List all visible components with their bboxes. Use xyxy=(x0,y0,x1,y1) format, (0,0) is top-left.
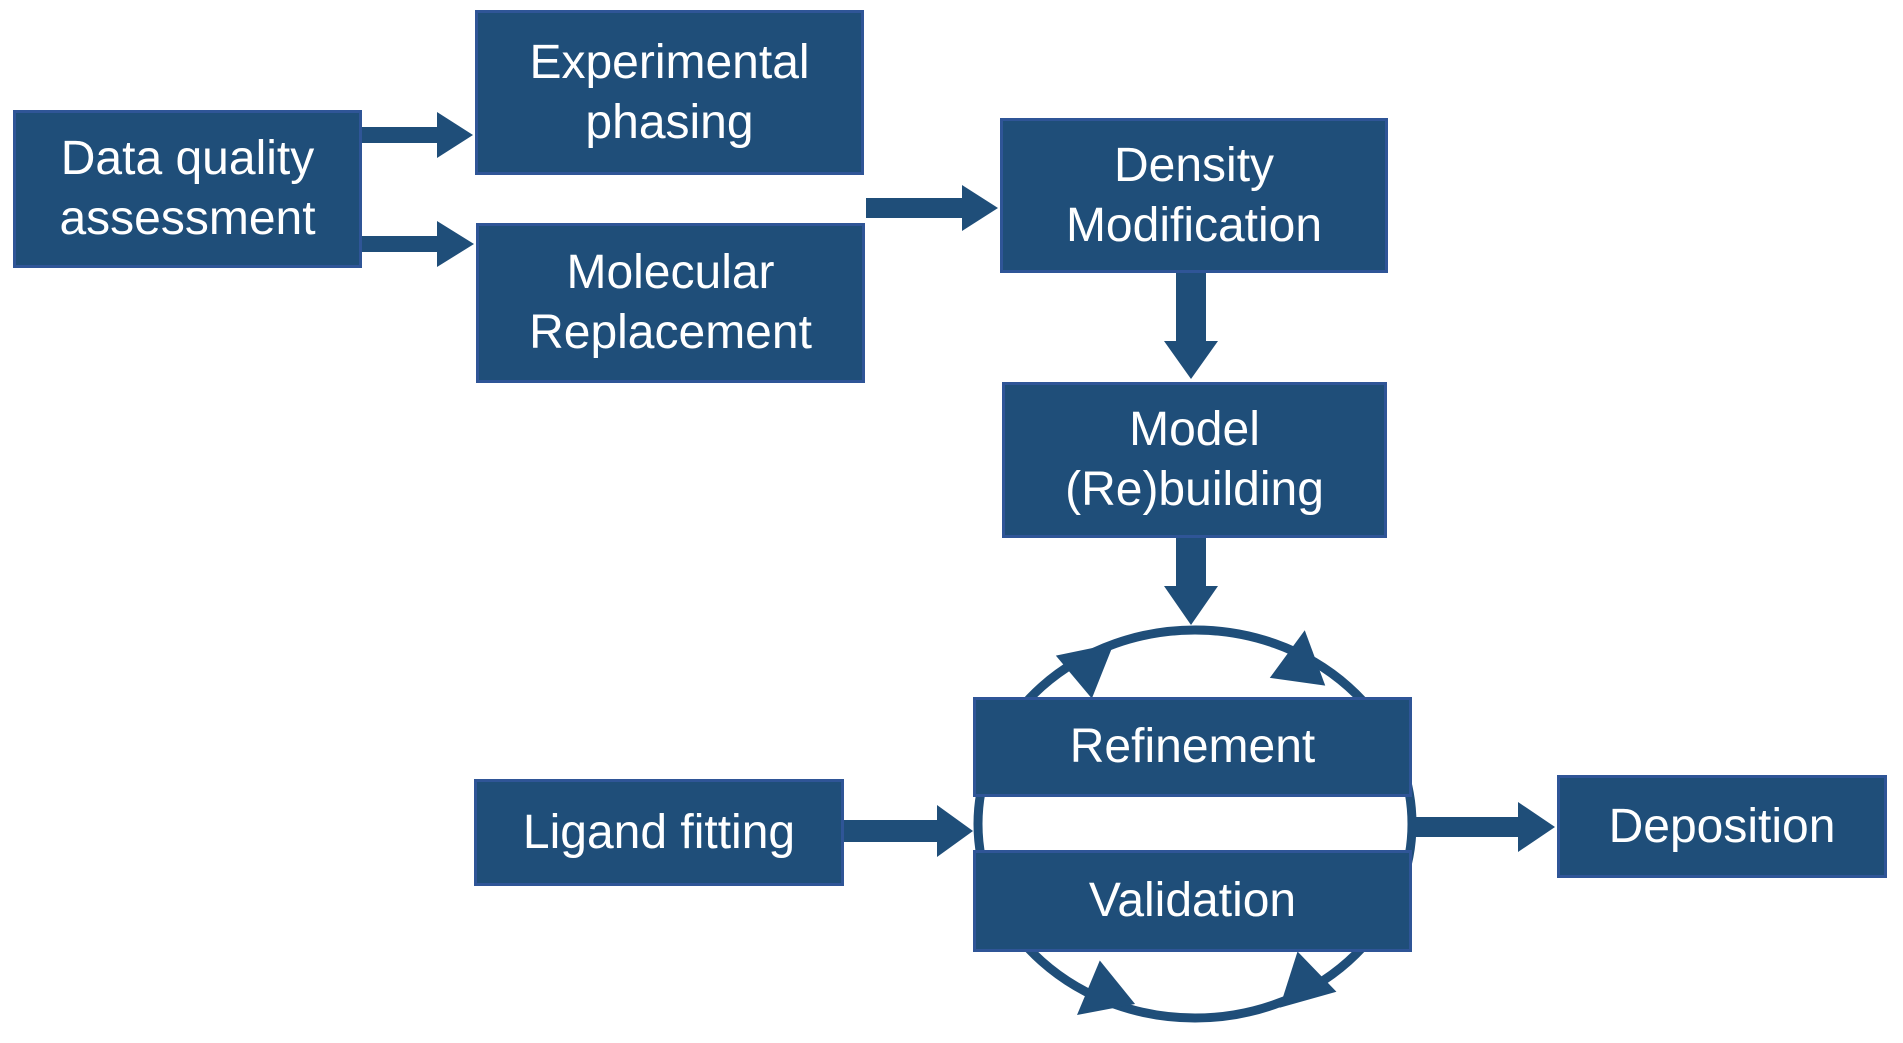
box-deposition-label: Deposition xyxy=(1608,799,1836,853)
box-experimental-phasing: Experimental phasing xyxy=(475,10,864,175)
arrow-modelrebuilding-to-cycle-icon xyxy=(1164,538,1218,625)
cycle-arrowhead-bottom-right-icon xyxy=(1279,951,1337,1008)
box-molecular-replacement: Molecular Replacement xyxy=(476,223,865,383)
box-validation: Validation xyxy=(973,850,1412,952)
box-experimental-phasing-label: Experimental phasing xyxy=(529,35,810,149)
box-density-modification: Density Modification xyxy=(1000,118,1388,273)
box-data-quality-assessment-label: Data quality assessment xyxy=(59,132,316,245)
cycle-arrowhead-top-left-icon xyxy=(1055,643,1114,699)
cycle-arrowhead-top-right-icon xyxy=(1269,630,1326,686)
box-model-rebuilding-label: Model (Re)building xyxy=(1065,403,1324,516)
cycle-arrowhead-bottom-left-icon xyxy=(1077,960,1136,1015)
arrow-phasing-to-densitymodification-icon xyxy=(866,185,998,231)
arrow-dataquality-to-experimentalphasing-icon xyxy=(362,112,473,158)
cycle-circle xyxy=(973,625,1417,1023)
box-refinement-label: Refinement xyxy=(1069,720,1316,774)
box-deposition: Deposition xyxy=(1557,775,1887,878)
box-validation-label: Validation xyxy=(1088,874,1297,928)
arrow-cycle-to-deposition-icon xyxy=(1412,802,1555,852)
box-ligand-fitting: Ligand fitting xyxy=(474,779,844,886)
arrow-dataquality-to-molecularreplacement-icon xyxy=(362,221,474,267)
box-density-modification-label: Density Modification xyxy=(1065,138,1323,252)
arrow-densitymodification-to-modelrebuilding-icon xyxy=(1164,273,1218,379)
box-refinement: Refinement xyxy=(973,697,1412,797)
box-data-quality-assessment: Data quality assessment xyxy=(13,110,362,268)
box-model-rebuilding: Model (Re)building xyxy=(1002,382,1387,538)
box-molecular-replacement-label: Molecular Replacement xyxy=(529,246,812,359)
box-ligand-fitting-label: Ligand fitting xyxy=(522,805,796,859)
arrow-ligandfitting-to-cycle-icon xyxy=(844,805,973,857)
